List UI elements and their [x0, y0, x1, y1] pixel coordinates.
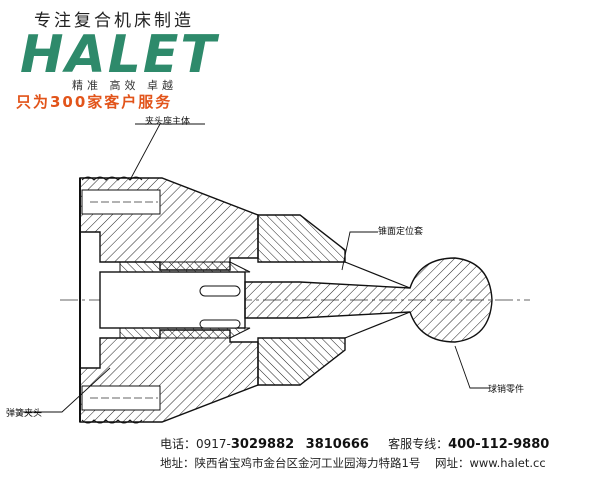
label-chuck-body: 夹头座主体	[145, 117, 191, 127]
service-slogan: 只为300家客户服务	[16, 93, 173, 111]
phone-number-1: 3029882	[230, 437, 295, 452]
collet-bore	[99, 271, 246, 329]
logo-text: HALET	[20, 26, 219, 80]
cone-sleeve-upper	[257, 214, 346, 263]
spring-collet-lower	[119, 327, 251, 339]
phone-label: 电话：0917-	[160, 437, 231, 451]
company-tagline: 专注复合机床制造	[34, 11, 194, 31]
label-ball-pin: 球销零件	[488, 385, 525, 395]
ball-pin-neck	[344, 261, 411, 339]
website-link[interactable]: www.halet.cc	[469, 456, 546, 470]
ball-pin	[244, 257, 493, 343]
collet-slot-lower	[199, 319, 241, 329]
label-cone-sleeve: 锥面定位套	[378, 227, 424, 237]
phone-number-2: 3810666	[305, 437, 369, 452]
collet-slot-upper	[199, 285, 241, 297]
hotline-label: 客服专线：	[388, 437, 449, 451]
leader-ball-pin	[454, 345, 490, 389]
leader-chuck-body	[129, 123, 205, 181]
contact-line: 电话：0917-3029882 3810666 客服专线：400-112-988…	[160, 435, 549, 452]
halet-logo: HALET	[20, 26, 219, 80]
label-spring-collet: 弹簧夹头	[6, 409, 43, 419]
quality-slogan: 精准 高效 卓越	[72, 79, 177, 92]
address-label: 地址：	[160, 456, 195, 470]
leader-spring-collet	[20, 367, 111, 413]
address-text: 陕西省宝鸡市金台区金河工业园海力特路1号	[194, 456, 421, 470]
website-label: 网址：	[434, 456, 470, 470]
hotline-number: 400-112-9880	[448, 437, 550, 452]
spring-collet-upper	[119, 261, 251, 273]
leader-cone-sleeve	[341, 231, 378, 271]
cone-sleeve-lower	[257, 337, 346, 386]
address-line: 地址：陕西省宝鸡市金台区金河工业园海力特路1号 网址：www.halet.cc	[160, 455, 546, 471]
